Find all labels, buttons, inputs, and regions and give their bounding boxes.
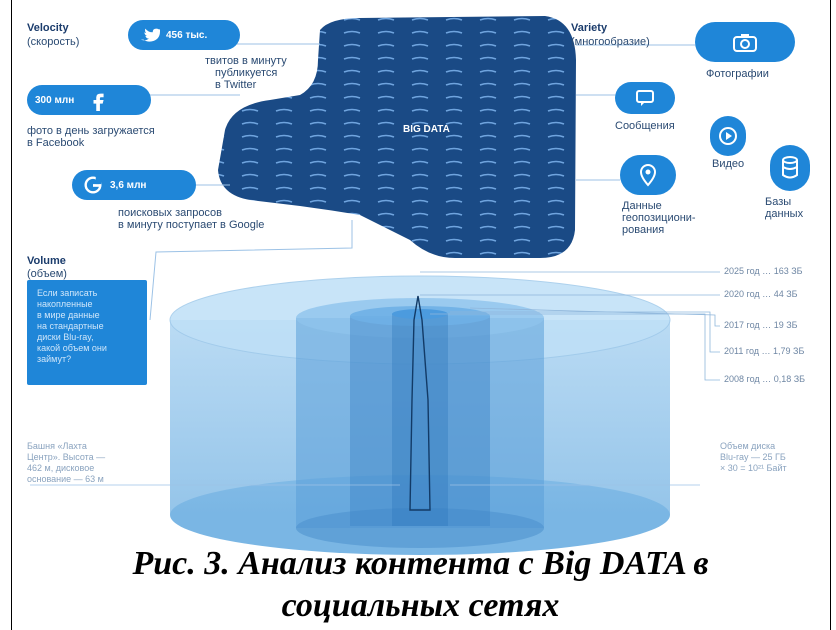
messages-pill [615,82,675,114]
year-row-2025: 2025 год … 163 ЗБ [724,266,803,276]
right-frame-line [830,0,831,630]
left-note-1: Башня «Лахта [27,441,87,451]
facebook-icon [93,93,104,111]
databases-label-2: данных [765,208,804,220]
twitter-desc-2: публикуется [215,67,278,79]
geo-label-3: рования [622,224,665,236]
left-note-4: основание — 63 м [27,474,104,484]
year-label: 2020 год [724,289,760,299]
year-value: 44 ЗБ [773,289,798,299]
databases-pill [770,145,810,191]
volume-question-line: диски Blu-ray, [37,332,94,342]
year-value: 0,18 ЗБ [773,374,806,384]
volume-question-line: в мире данные [37,310,100,320]
velocity-title: Velocity [27,22,69,34]
volume-question-box: Если записать накопленные в мире данные … [27,280,147,385]
variety-title: Variety [571,22,608,34]
right-note-2: Blu-ray — 25 ГБ [720,452,786,462]
year-value: 19 ЗБ [773,320,798,330]
year-value: 163 ЗБ [773,266,803,276]
databases-label-1: Базы [765,196,792,208]
year-row-2008: 2008 год … 0,18 ЗБ [724,374,806,384]
play-icon [719,127,737,145]
year-row-2017: 2017 год … 19 ЗБ [724,320,798,330]
year-label: 2008 год [724,374,760,384]
volume-question-line: займут? [37,354,72,364]
google-value: 3,6 млн [110,179,147,191]
variety-subtitle: (многообразие) [571,36,650,48]
year-value: 1,79 ЗБ [773,346,805,356]
left-frame-line [11,0,12,630]
figure-caption-line-1: Рис. 3. Анализ контента с Big DATA в [132,545,709,582]
year-label: 2025 год [724,266,760,276]
geo-label-2: геопозицион­и- [622,212,696,224]
figure-caption-line-2: социальных сетях [281,587,560,624]
video-pill [710,116,746,156]
messages-label: Сообщения [615,120,675,132]
database-icon [782,156,798,179]
location-pin-icon [639,164,657,187]
video-label: Видео [712,158,745,170]
volume-question-line: какой объем они [37,343,107,353]
geo-label-1: Данные [622,200,662,212]
year-row-2020: 2020 год … 44 ЗБ [724,289,798,299]
google-desc-2: в минуту поступает в Google [118,219,265,231]
year-row-2011: 2011 год … 1,79 ЗБ [724,346,805,356]
right-note-1: Объем диска [720,441,776,451]
chat-icon [636,90,654,106]
volume-title: Volume [27,255,66,267]
big-data-blob [218,16,576,258]
photos-label: Фотографии [706,68,769,80]
twitter-icon [140,28,160,42]
velocity-subtitle: (скорость) [27,36,80,48]
volume-question-line: накопленные [37,299,93,309]
right-note-3: × 30 = 10²¹ Байт [720,463,787,473]
year-label: 2017 год [724,320,760,330]
volume-question-line: Если записать [37,288,98,298]
left-note-3: 462 м, дисковое [27,463,95,473]
big-data-label: BIG DATA [403,124,450,135]
volume-subtitle: (объем) [27,268,67,280]
facebook-stat-pill: 300 млн [27,85,151,115]
geo-pill [620,155,676,195]
twitter-stat-pill: 456 тыс. [128,20,240,50]
camera-icon [733,34,757,52]
photos-pill [695,22,795,62]
facebook-value: 300 млн [35,94,75,106]
volume-question-line: на стандартные [37,321,104,331]
twitter-desc-1: твитов в минуту [205,55,287,67]
facebook-desc-2: в Facebook [27,137,85,149]
google-icon [84,176,102,194]
google-stat-pill: 3,6 млн [72,170,196,200]
year-label: 2011 год [724,346,759,356]
facebook-desc-1: фото в день загружается [27,125,155,137]
google-desc-1: поисковых запросов [118,207,223,219]
left-note-2: Центр». Высота — [27,452,106,462]
twitter-value: 456 тыс. [166,29,208,41]
twitter-desc-3: в Twitter [215,79,257,91]
